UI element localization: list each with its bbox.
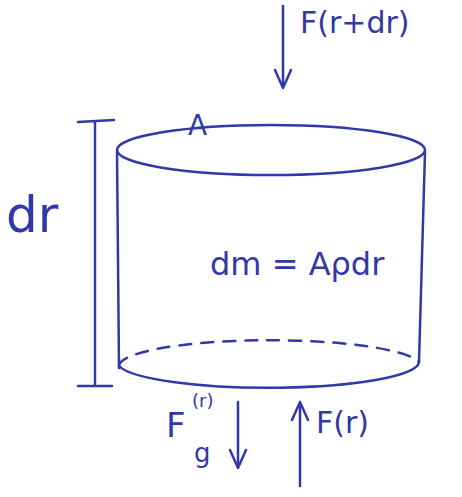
- gravity-arrow: [237, 402, 240, 466]
- gravity-label: F: [166, 408, 186, 442]
- height-label: dr: [6, 190, 58, 240]
- arrowhead: [292, 402, 308, 420]
- height-bracket: [78, 120, 114, 386]
- gravity-superscript: (r): [192, 392, 213, 410]
- cylinder-bottom-front: [119, 362, 419, 388]
- arrowhead: [230, 450, 246, 468]
- force-arrow-bottom: [299, 404, 302, 486]
- area-label: A: [188, 112, 207, 140]
- arrowhead: [275, 70, 291, 88]
- cylinder-bottom-back: [119, 340, 419, 366]
- cylinder-top: [117, 125, 425, 175]
- mass-label: dm = Aρdr: [210, 248, 384, 280]
- cylinder-side: [117, 152, 119, 368]
- force-arrow-top: [282, 6, 285, 86]
- force-label: F(r+dr): [300, 8, 410, 38]
- cylinder-side: [419, 152, 425, 362]
- force-label: F(r): [316, 408, 369, 438]
- gravity-subscript: g: [194, 440, 211, 466]
